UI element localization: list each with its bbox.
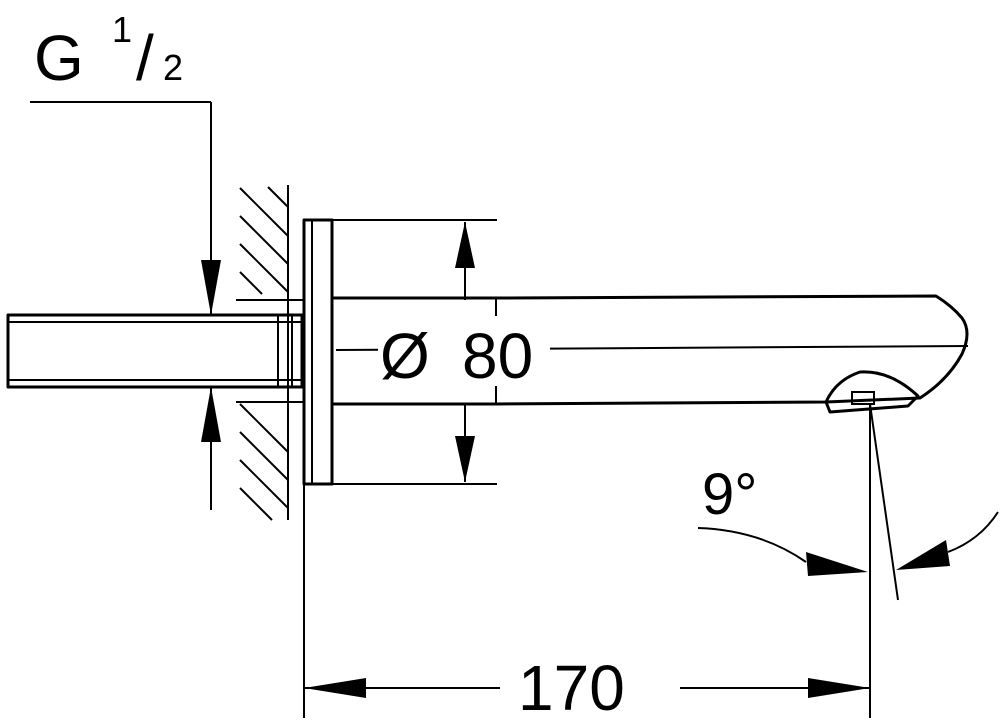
diameter-dimension [332, 219, 497, 485]
connection-pipe [6, 299, 304, 403]
angle-label: 9° [702, 462, 757, 527]
diameter-symbol: Ø [380, 320, 430, 392]
thread-slash: / [136, 22, 154, 94]
spout-body [330, 294, 969, 414]
wall-hatching [239, 185, 289, 521]
thread-denominator: 2 [163, 47, 183, 88]
thread-dimension [30, 101, 221, 510]
diameter-value: 80 [462, 320, 533, 392]
thread-numerator: 1 [112, 9, 132, 50]
angle-dimension [697, 403, 999, 601]
projection-dimension [303, 404, 871, 718]
wall-flange [302, 218, 334, 486]
projection-label: 170 [518, 652, 625, 721]
thread-prefix: G [34, 22, 84, 94]
thread-label: G 1 / 2 [34, 9, 183, 94]
diameter-label: Ø 80 [378, 316, 550, 392]
